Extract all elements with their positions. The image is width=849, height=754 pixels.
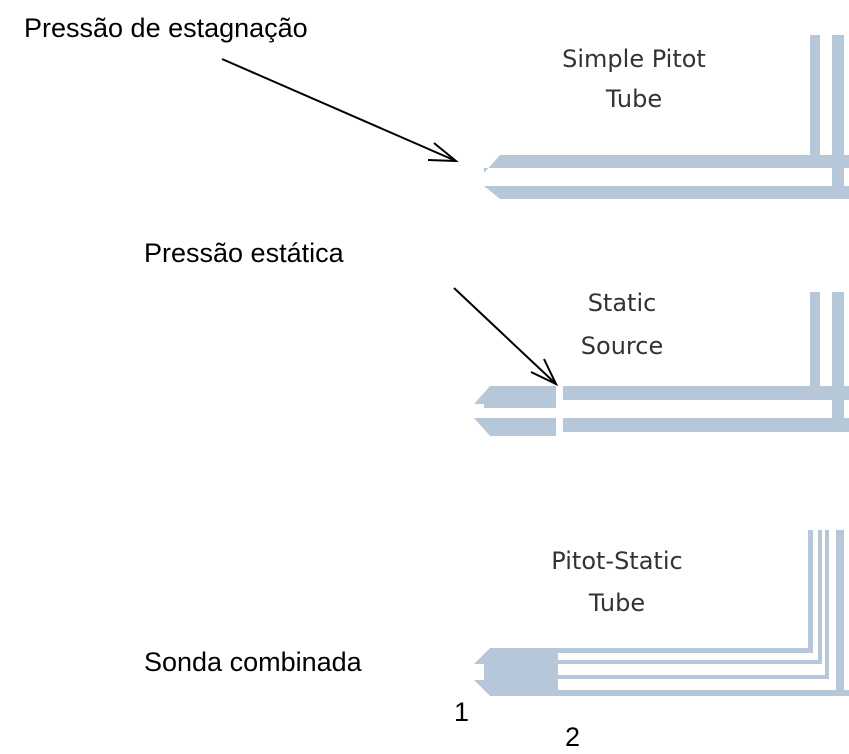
static-title-line2: Source: [581, 332, 663, 360]
pitot-static-group: Pitot-Static Tube: [474, 530, 849, 696]
pitot-static-title-line1: Pitot-Static: [551, 547, 682, 575]
static-source-group: Static Source: [474, 289, 849, 436]
point-1-label: 1: [454, 697, 469, 727]
pitot-tube-shape: [484, 35, 849, 199]
static-tube-shape: [474, 292, 849, 436]
pitot-static-title-line2: Tube: [588, 589, 645, 617]
point-2-label: 2: [565, 722, 580, 752]
simple-pitot-tube-group: Simple Pitot Tube: [484, 35, 849, 199]
arrow-stagnation: [221, 58, 459, 163]
annotation-stagnation-pressure: Pressão de estagnação: [24, 13, 308, 43]
static-title-line1: Static: [588, 289, 657, 317]
arrow-static: [453, 287, 559, 387]
annotation-static-pressure: Pressão estática: [144, 238, 345, 268]
annotation-combined-probe: Sonda combinada: [144, 647, 363, 677]
pitot-title-line1: Simple Pitot: [562, 45, 706, 73]
pitot-title-line2: Tube: [605, 85, 662, 113]
pitot-static-tube-shape: [474, 530, 849, 696]
